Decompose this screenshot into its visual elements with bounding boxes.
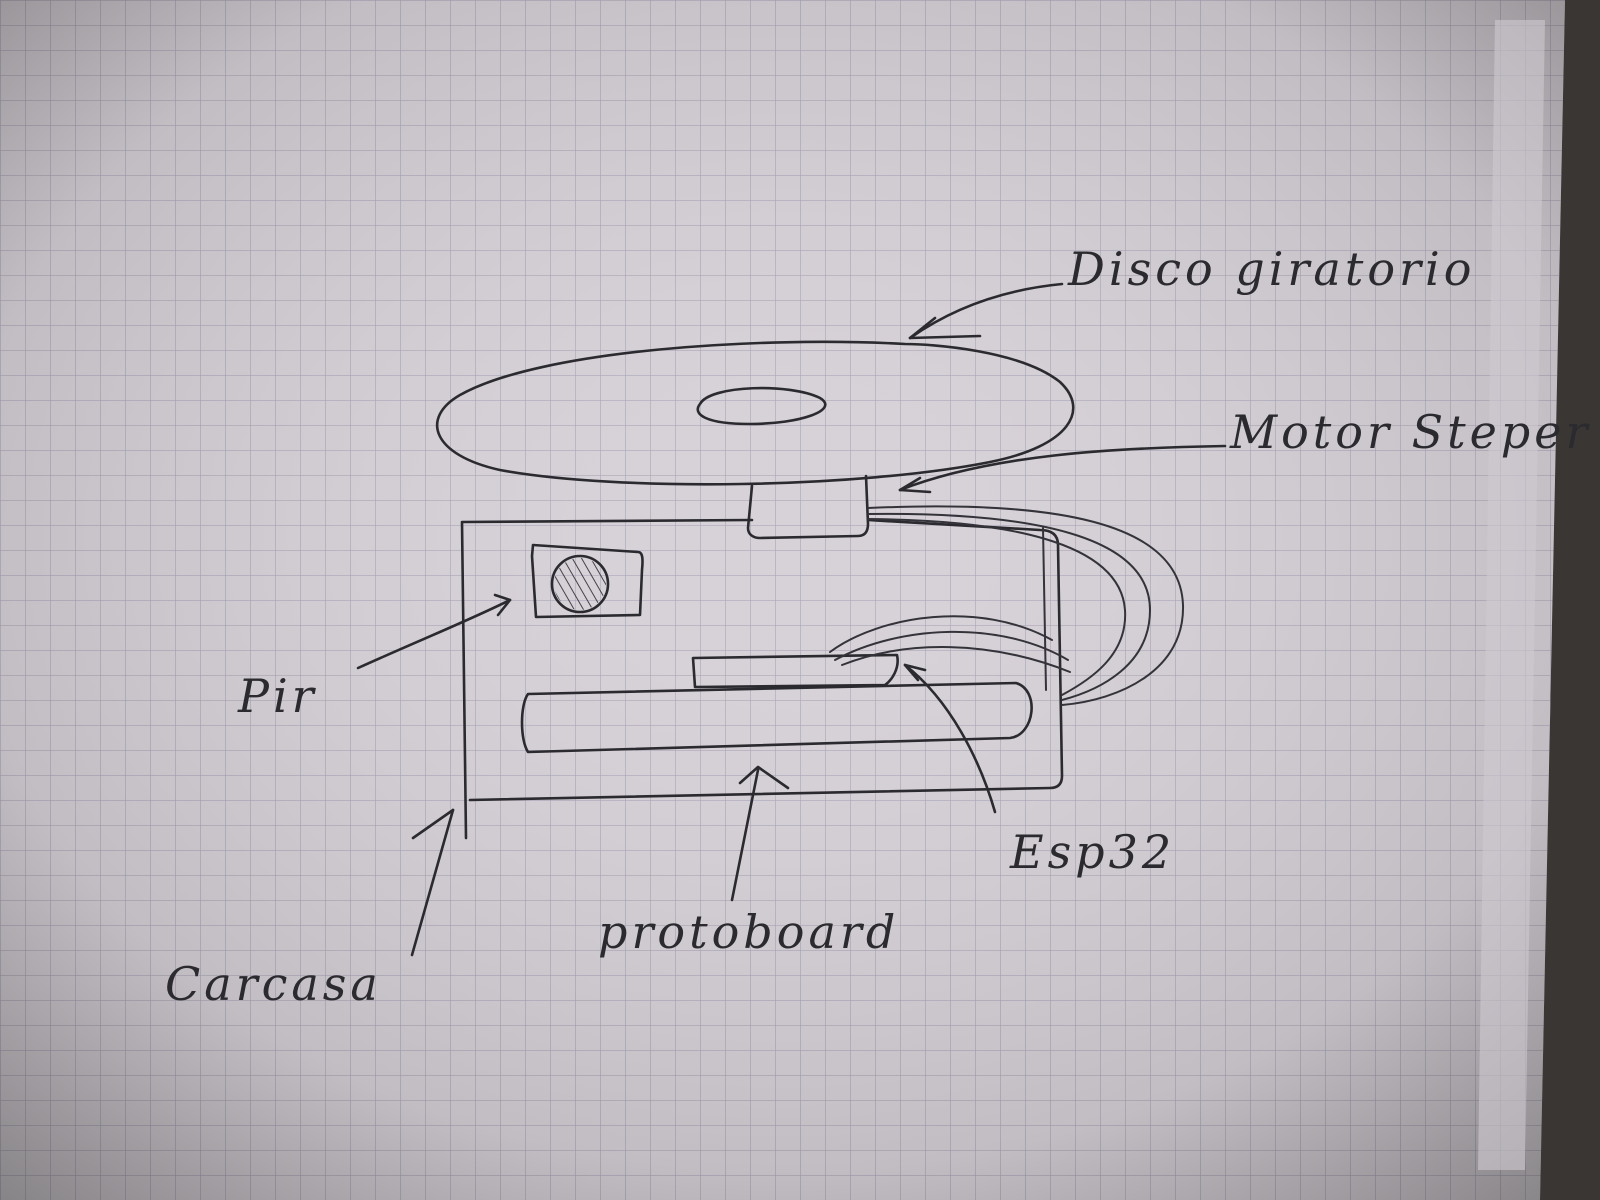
pir-sensor	[530, 543, 644, 619]
label-esp32: Esp32	[1009, 825, 1175, 879]
stepper-motor	[746, 474, 870, 540]
label-protoboard: protoboard	[598, 905, 899, 959]
wires	[829, 505, 1185, 706]
disco-arrow	[908, 282, 1064, 340]
label-disco: Disco giratorio	[1067, 242, 1475, 296]
pir-arrow	[356, 598, 512, 670]
esp32-arrow	[903, 663, 997, 814]
labels: Disco giratorio Motor Steper Pir Esp32 p…	[165, 242, 1591, 1011]
leader-arrows	[356, 282, 1227, 957]
motor-arrow	[898, 444, 1227, 492]
label-pir: Pir	[237, 669, 318, 723]
label-motor: Motor Steper	[1229, 405, 1591, 459]
label-carcasa: Carcasa	[165, 957, 382, 1011]
carcasa-arrow	[410, 808, 455, 957]
protoboard-arrow	[730, 768, 760, 902]
protoboard	[520, 681, 1033, 754]
turntable-disc	[435, 340, 1075, 486]
